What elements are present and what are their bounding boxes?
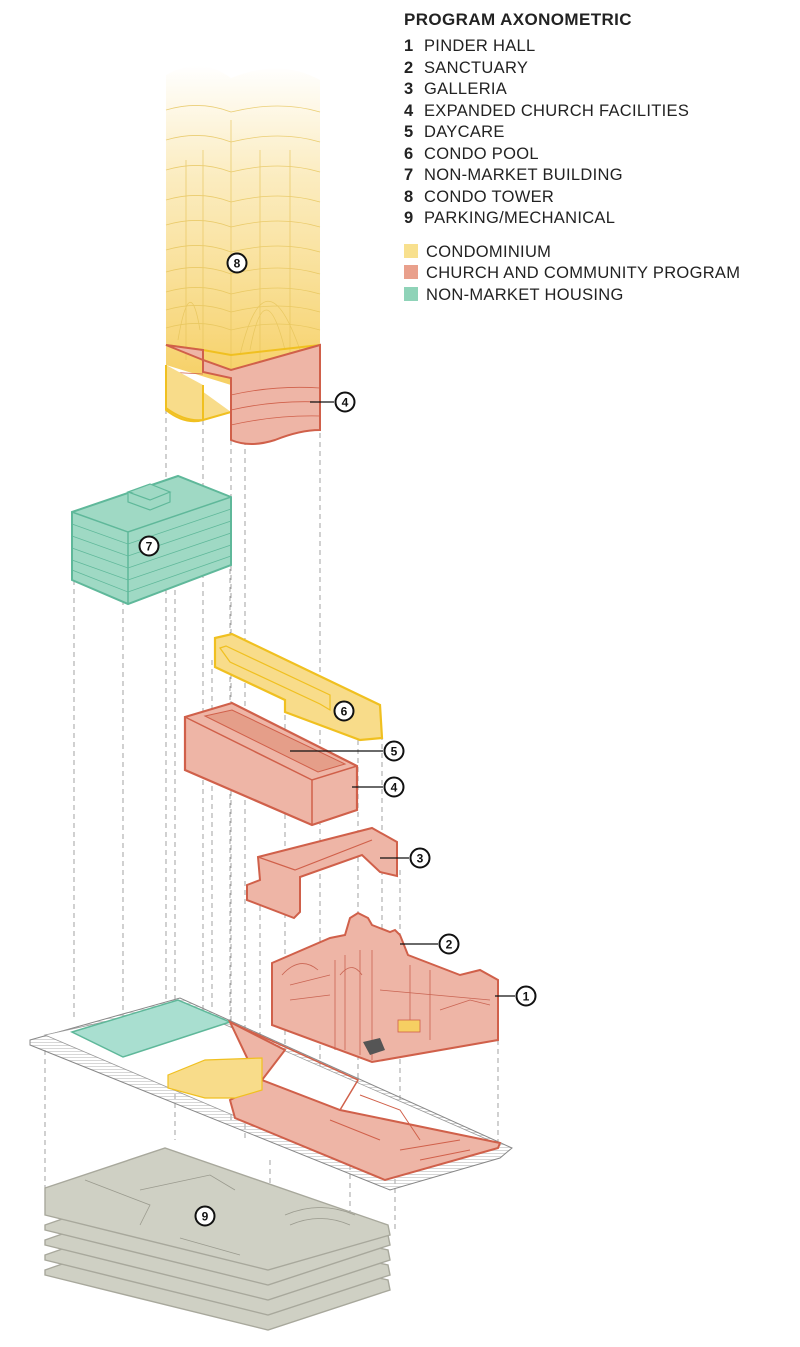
svg-text:2: 2 <box>446 938 453 952</box>
marker-3: 3 <box>409 847 431 869</box>
color-legend-item-church: CHURCH AND COMMUNITY PROGRAM <box>404 263 740 285</box>
church-building <box>271 911 499 1064</box>
svg-text:9: 9 <box>202 1210 209 1224</box>
svg-text:4: 4 <box>391 781 398 795</box>
color-legend: CONDOMINIUM CHURCH AND COMMUNITY PROGRAM… <box>404 242 740 307</box>
marker-1: 1 <box>515 985 537 1007</box>
marker-5: 5 <box>383 740 405 762</box>
svg-text:1: 1 <box>523 990 530 1004</box>
galleria <box>246 826 398 920</box>
condo-tower <box>165 65 321 445</box>
site-ground-plan <box>29 997 513 1191</box>
marker-2: 2 <box>438 933 460 955</box>
svg-text:8: 8 <box>234 257 241 271</box>
church-swatch <box>404 265 418 279</box>
svg-text:7: 7 <box>146 540 153 554</box>
marker-7: 7 <box>138 535 160 557</box>
marker-9: 9 <box>194 1205 216 1227</box>
marker-8: 8 <box>226 252 248 274</box>
legend-title: PROGRAM AXONOMETRIC <box>404 10 632 29</box>
svg-text:3: 3 <box>417 852 424 866</box>
svg-text:4: 4 <box>342 396 349 410</box>
color-legend-item-housing: NON-MARKET HOUSING <box>404 285 740 307</box>
condominium-swatch <box>404 243 418 258</box>
svg-text:6: 6 <box>341 705 348 719</box>
parking-levels <box>44 1147 391 1331</box>
color-legend-item-condominium: CONDOMINIUM <box>404 242 740 264</box>
housing-swatch <box>404 286 418 301</box>
leader-lines <box>290 401 515 997</box>
marker-6: 6 <box>333 700 355 722</box>
svg-text:5: 5 <box>391 745 398 759</box>
marker-4-block: 4 <box>383 776 405 798</box>
marker-4-tower: 4 <box>334 391 356 413</box>
expanded-church-block <box>183 701 359 827</box>
